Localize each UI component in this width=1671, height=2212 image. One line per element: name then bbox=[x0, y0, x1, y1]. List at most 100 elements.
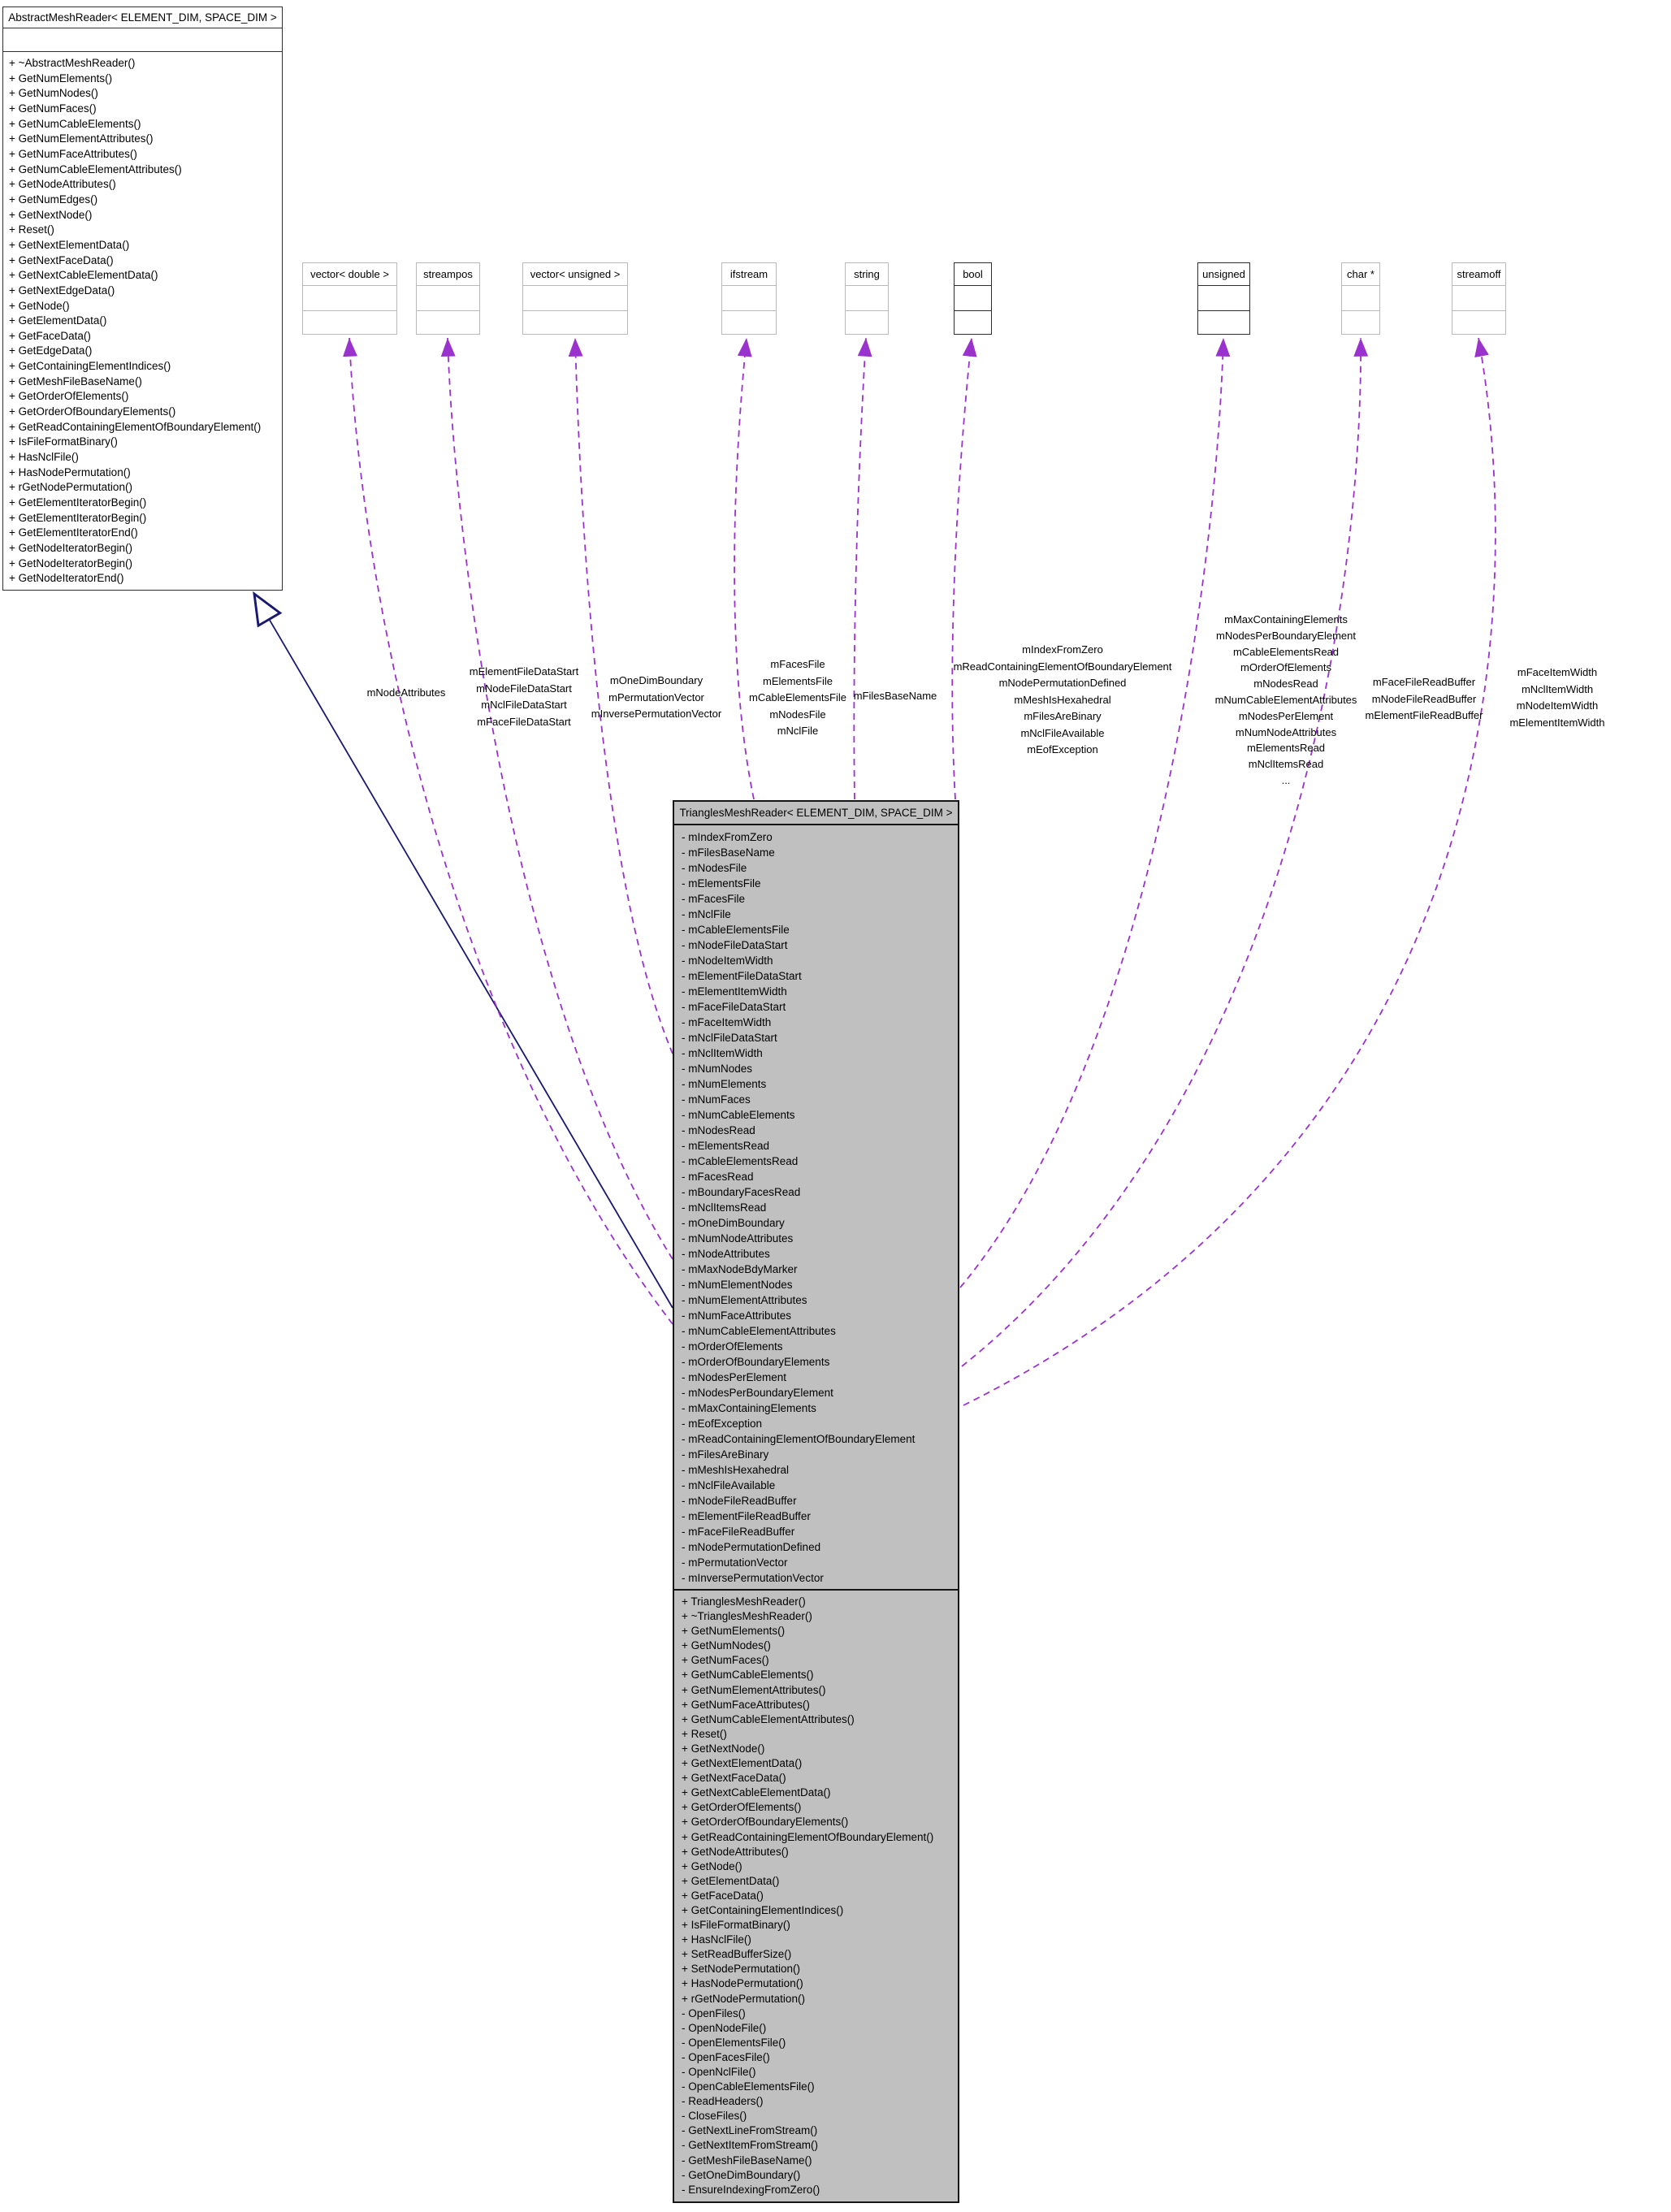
attribute-entry: - mFacesFile bbox=[682, 893, 746, 905]
method-entry: - GetOneDimBoundary() bbox=[682, 2168, 801, 2181]
attribute-entry: - mNclItemsRead bbox=[682, 1201, 767, 1214]
empty-compartment bbox=[1452, 286, 1505, 311]
method-entry: + GetOrderOfBoundaryElements() bbox=[9, 405, 176, 418]
attribute-entry: - mMaxContainingElements bbox=[682, 1402, 816, 1414]
attribute-entry: - mMaxNodeBdyMarker bbox=[682, 1263, 798, 1275]
method-entry: + GetOrderOfElements() bbox=[9, 390, 129, 403]
method-entry: + rGetNodePermutation() bbox=[9, 481, 132, 494]
edge-label-line: mNumCableElementAttributes bbox=[1214, 693, 1357, 706]
type-box-char-ptr: char * bbox=[1341, 262, 1380, 335]
edge-label-line: mFaceFileDataStart bbox=[477, 715, 571, 728]
method-entry: + ~TrianglesMeshReader() bbox=[682, 1610, 812, 1623]
edge-label-line: mReadContainingElementOfBoundaryElement bbox=[953, 660, 1172, 673]
attribute-entry: - mNumFaces bbox=[682, 1093, 751, 1106]
attributes-compartment-empty bbox=[3, 28, 282, 52]
attribute-entry: - mMeshIsHexahedral bbox=[682, 1464, 790, 1476]
class-box-abstract-mesh-reader[interactable]: AbstractMeshReader< ELEMENT_DIM, SPACE_D… bbox=[2, 6, 283, 591]
method-entry: + GetNextFaceData() bbox=[682, 1772, 786, 1785]
edge-label-line: mNclFileDataStart bbox=[481, 699, 567, 711]
attributes-compartment: - mIndexFromZero- mFilesBaseName- mNodes… bbox=[674, 825, 958, 1591]
usage-edge-vector-unsigned bbox=[568, 337, 673, 1054]
method-entry: + GetNextEdgeData() bbox=[9, 284, 115, 297]
edge-label-line: mNclItemWidth bbox=[1521, 682, 1594, 695]
method-entry: + GetOrderOfBoundaryElements() bbox=[682, 1816, 849, 1829]
edge-label-line: mNodesPerElement bbox=[1238, 709, 1334, 722]
method-entry: + GetNumElementAttributes() bbox=[9, 132, 154, 145]
type-box-string: string bbox=[845, 262, 889, 335]
method-entry: + GetNode() bbox=[682, 1859, 742, 1872]
method-entry: + GetNodeIteratorEnd() bbox=[9, 572, 124, 585]
method-entry: + GetNextElementData() bbox=[682, 1757, 803, 1770]
attribute-entry: - mCableElementsFile bbox=[682, 924, 790, 936]
attribute-entry: - mIndexFromZero bbox=[682, 831, 773, 843]
attribute-entry: - mFaceItemWidth bbox=[682, 1016, 772, 1028]
method-entry: + GetNumFaces() bbox=[682, 1654, 769, 1667]
method-entry: - OpenFiles() bbox=[682, 2006, 746, 2019]
method-entry: + Reset() bbox=[682, 1727, 727, 1740]
usage-edge-streamoff bbox=[963, 337, 1496, 1406]
attribute-entry: - mOrderOfBoundaryElements bbox=[682, 1356, 830, 1368]
attribute-entry: - mNodeAttributes bbox=[682, 1248, 770, 1260]
method-entry: + SetReadBufferSize() bbox=[682, 1948, 792, 1961]
edge-label-line: mInversePermutationVector bbox=[591, 708, 722, 720]
method-entry: + GetFaceData() bbox=[9, 329, 91, 342]
empty-compartment bbox=[303, 286, 396, 311]
type-box-bool: bool bbox=[954, 262, 992, 335]
method-entry: + GetNextCableElementData() bbox=[9, 269, 158, 282]
attribute-entry: - mFaceFileReadBuffer bbox=[682, 1526, 795, 1538]
method-entry: + GetNextNode() bbox=[682, 1742, 765, 1755]
attribute-entry: - mPermutationVector bbox=[682, 1556, 788, 1569]
type-box-title: char * bbox=[1342, 263, 1379, 286]
method-entry: + GetNumFaceAttributes() bbox=[682, 1698, 810, 1711]
attribute-entry: - mNumCableElementAttributes bbox=[682, 1325, 836, 1337]
methods-compartment: + ~AbstractMeshReader()+ GetNumElements(… bbox=[3, 52, 282, 587]
edge-label-line: mOneDimBoundary bbox=[609, 674, 703, 686]
method-entry: + Reset() bbox=[9, 223, 54, 236]
method-entry: + GetContainingElementIndices() bbox=[9, 360, 171, 373]
edge-label-line: mNclFileAvailable bbox=[1020, 726, 1105, 739]
type-box-title: streampos bbox=[417, 263, 479, 286]
edge-label-line: mIndexFromZero bbox=[1022, 643, 1103, 656]
method-entry: + HasNclFile() bbox=[9, 451, 79, 464]
empty-compartment bbox=[1342, 286, 1379, 311]
method-entry: - EnsureIndexingFromZero() bbox=[682, 2183, 820, 2196]
method-entry: - GetNextLineFromStream() bbox=[682, 2124, 818, 2137]
method-entry: + HasNodePermutation() bbox=[682, 1977, 803, 1990]
usage-edge-unsigned bbox=[959, 337, 1231, 1288]
empty-compartment bbox=[955, 286, 991, 311]
method-entry: + GetElementIteratorBegin() bbox=[9, 496, 147, 509]
inheritance-edge-abstractmeshreader bbox=[253, 591, 673, 1309]
method-entry: + GetFaceData() bbox=[682, 1889, 764, 1902]
method-entry: - OpenNodeFile() bbox=[682, 2021, 767, 2034]
method-entry: + GetNextNode() bbox=[9, 208, 93, 221]
attribute-entry: - mNodesPerBoundaryElement bbox=[682, 1387, 833, 1399]
usage-edge-vector-double bbox=[343, 337, 673, 1325]
attribute-entry: - mElementFileDataStart bbox=[682, 970, 802, 982]
edge-label-line: mNodeFileDataStart bbox=[476, 682, 572, 695]
usage-edge-string bbox=[853, 337, 872, 800]
empty-compartment bbox=[1198, 286, 1249, 311]
empty-compartment bbox=[523, 286, 627, 311]
method-entry: + GetNodeIteratorBegin() bbox=[9, 556, 132, 569]
edge-label-node-attributes: mNodeAttributes bbox=[345, 685, 467, 702]
edge-label-line: mNclFile bbox=[777, 725, 819, 737]
edge-label-line: mNodeItemWidth bbox=[1516, 699, 1599, 712]
edge-label-line: mFacesFile bbox=[770, 658, 825, 670]
method-entry: + rGetNodePermutation() bbox=[682, 1992, 805, 2005]
empty-compartment bbox=[417, 286, 479, 311]
usage-edge-streampos bbox=[440, 337, 673, 1260]
attribute-entry: - mNodeItemWidth bbox=[682, 954, 773, 967]
class-box-triangles-mesh-reader[interactable]: TrianglesMeshReader< ELEMENT_DIM, SPACE_… bbox=[673, 800, 959, 2203]
edge-label-line: mNodeAttributes bbox=[366, 686, 446, 699]
method-entry: + GetNode() bbox=[9, 299, 70, 312]
method-entry: + GetNodeIteratorBegin() bbox=[9, 542, 132, 554]
type-box-title: ifstream bbox=[722, 263, 776, 286]
method-entry: + GetNodeAttributes() bbox=[9, 178, 116, 191]
attribute-entry: - mFacesRead bbox=[682, 1171, 754, 1183]
attribute-entry: - mOrderOfElements bbox=[682, 1340, 783, 1353]
attribute-entry: - mElementFileReadBuffer bbox=[682, 1510, 811, 1522]
method-entry: + GetNumCableElements() bbox=[682, 1669, 814, 1682]
